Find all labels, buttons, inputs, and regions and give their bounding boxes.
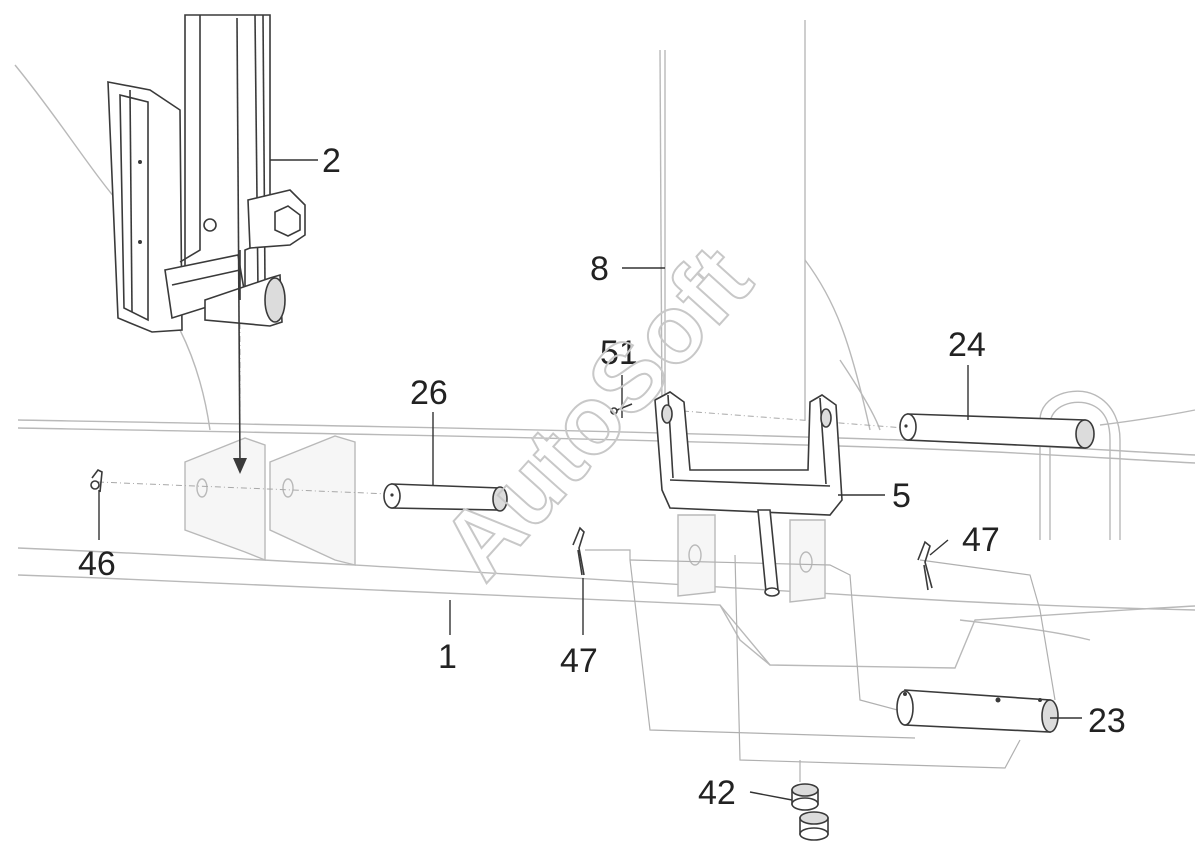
callout-1: 1 bbox=[438, 638, 457, 676]
part-24-pin bbox=[899, 413, 1095, 449]
part-2-bracket bbox=[107, 14, 306, 333]
callout-47-left: 47 bbox=[560, 642, 598, 680]
part-46-clip bbox=[90, 468, 103, 493]
part-47-clip-left bbox=[572, 526, 585, 576]
callout-47-right: 47 bbox=[962, 521, 1000, 559]
part-5-mount bbox=[654, 391, 843, 597]
callout-2: 2 bbox=[322, 142, 341, 180]
part-23-pin bbox=[896, 689, 1059, 733]
background-outline bbox=[14, 20, 1196, 431]
part-26-pin bbox=[383, 483, 508, 512]
callout-46: 46 bbox=[78, 545, 116, 583]
part-47-clip-right bbox=[917, 540, 933, 591]
callout-5: 5 bbox=[892, 477, 911, 515]
u-bolt bbox=[1039, 390, 1121, 540]
leader-lines bbox=[98, 159, 1082, 801]
callout-26: 26 bbox=[410, 374, 448, 412]
callout-51: 51 bbox=[600, 334, 638, 372]
callout-23: 23 bbox=[1088, 702, 1126, 740]
part-8-upright bbox=[659, 49, 663, 421]
callout-labels: 2 8 51 26 24 5 46 47 47 1 23 42 bbox=[78, 142, 1126, 812]
callout-42: 42 bbox=[698, 774, 736, 812]
frame-beam bbox=[17, 419, 1196, 669]
callout-24: 24 bbox=[948, 326, 986, 364]
callout-8: 8 bbox=[590, 250, 609, 288]
arrow-down-icon bbox=[233, 17, 247, 474]
part-42-bushings bbox=[791, 783, 829, 841]
